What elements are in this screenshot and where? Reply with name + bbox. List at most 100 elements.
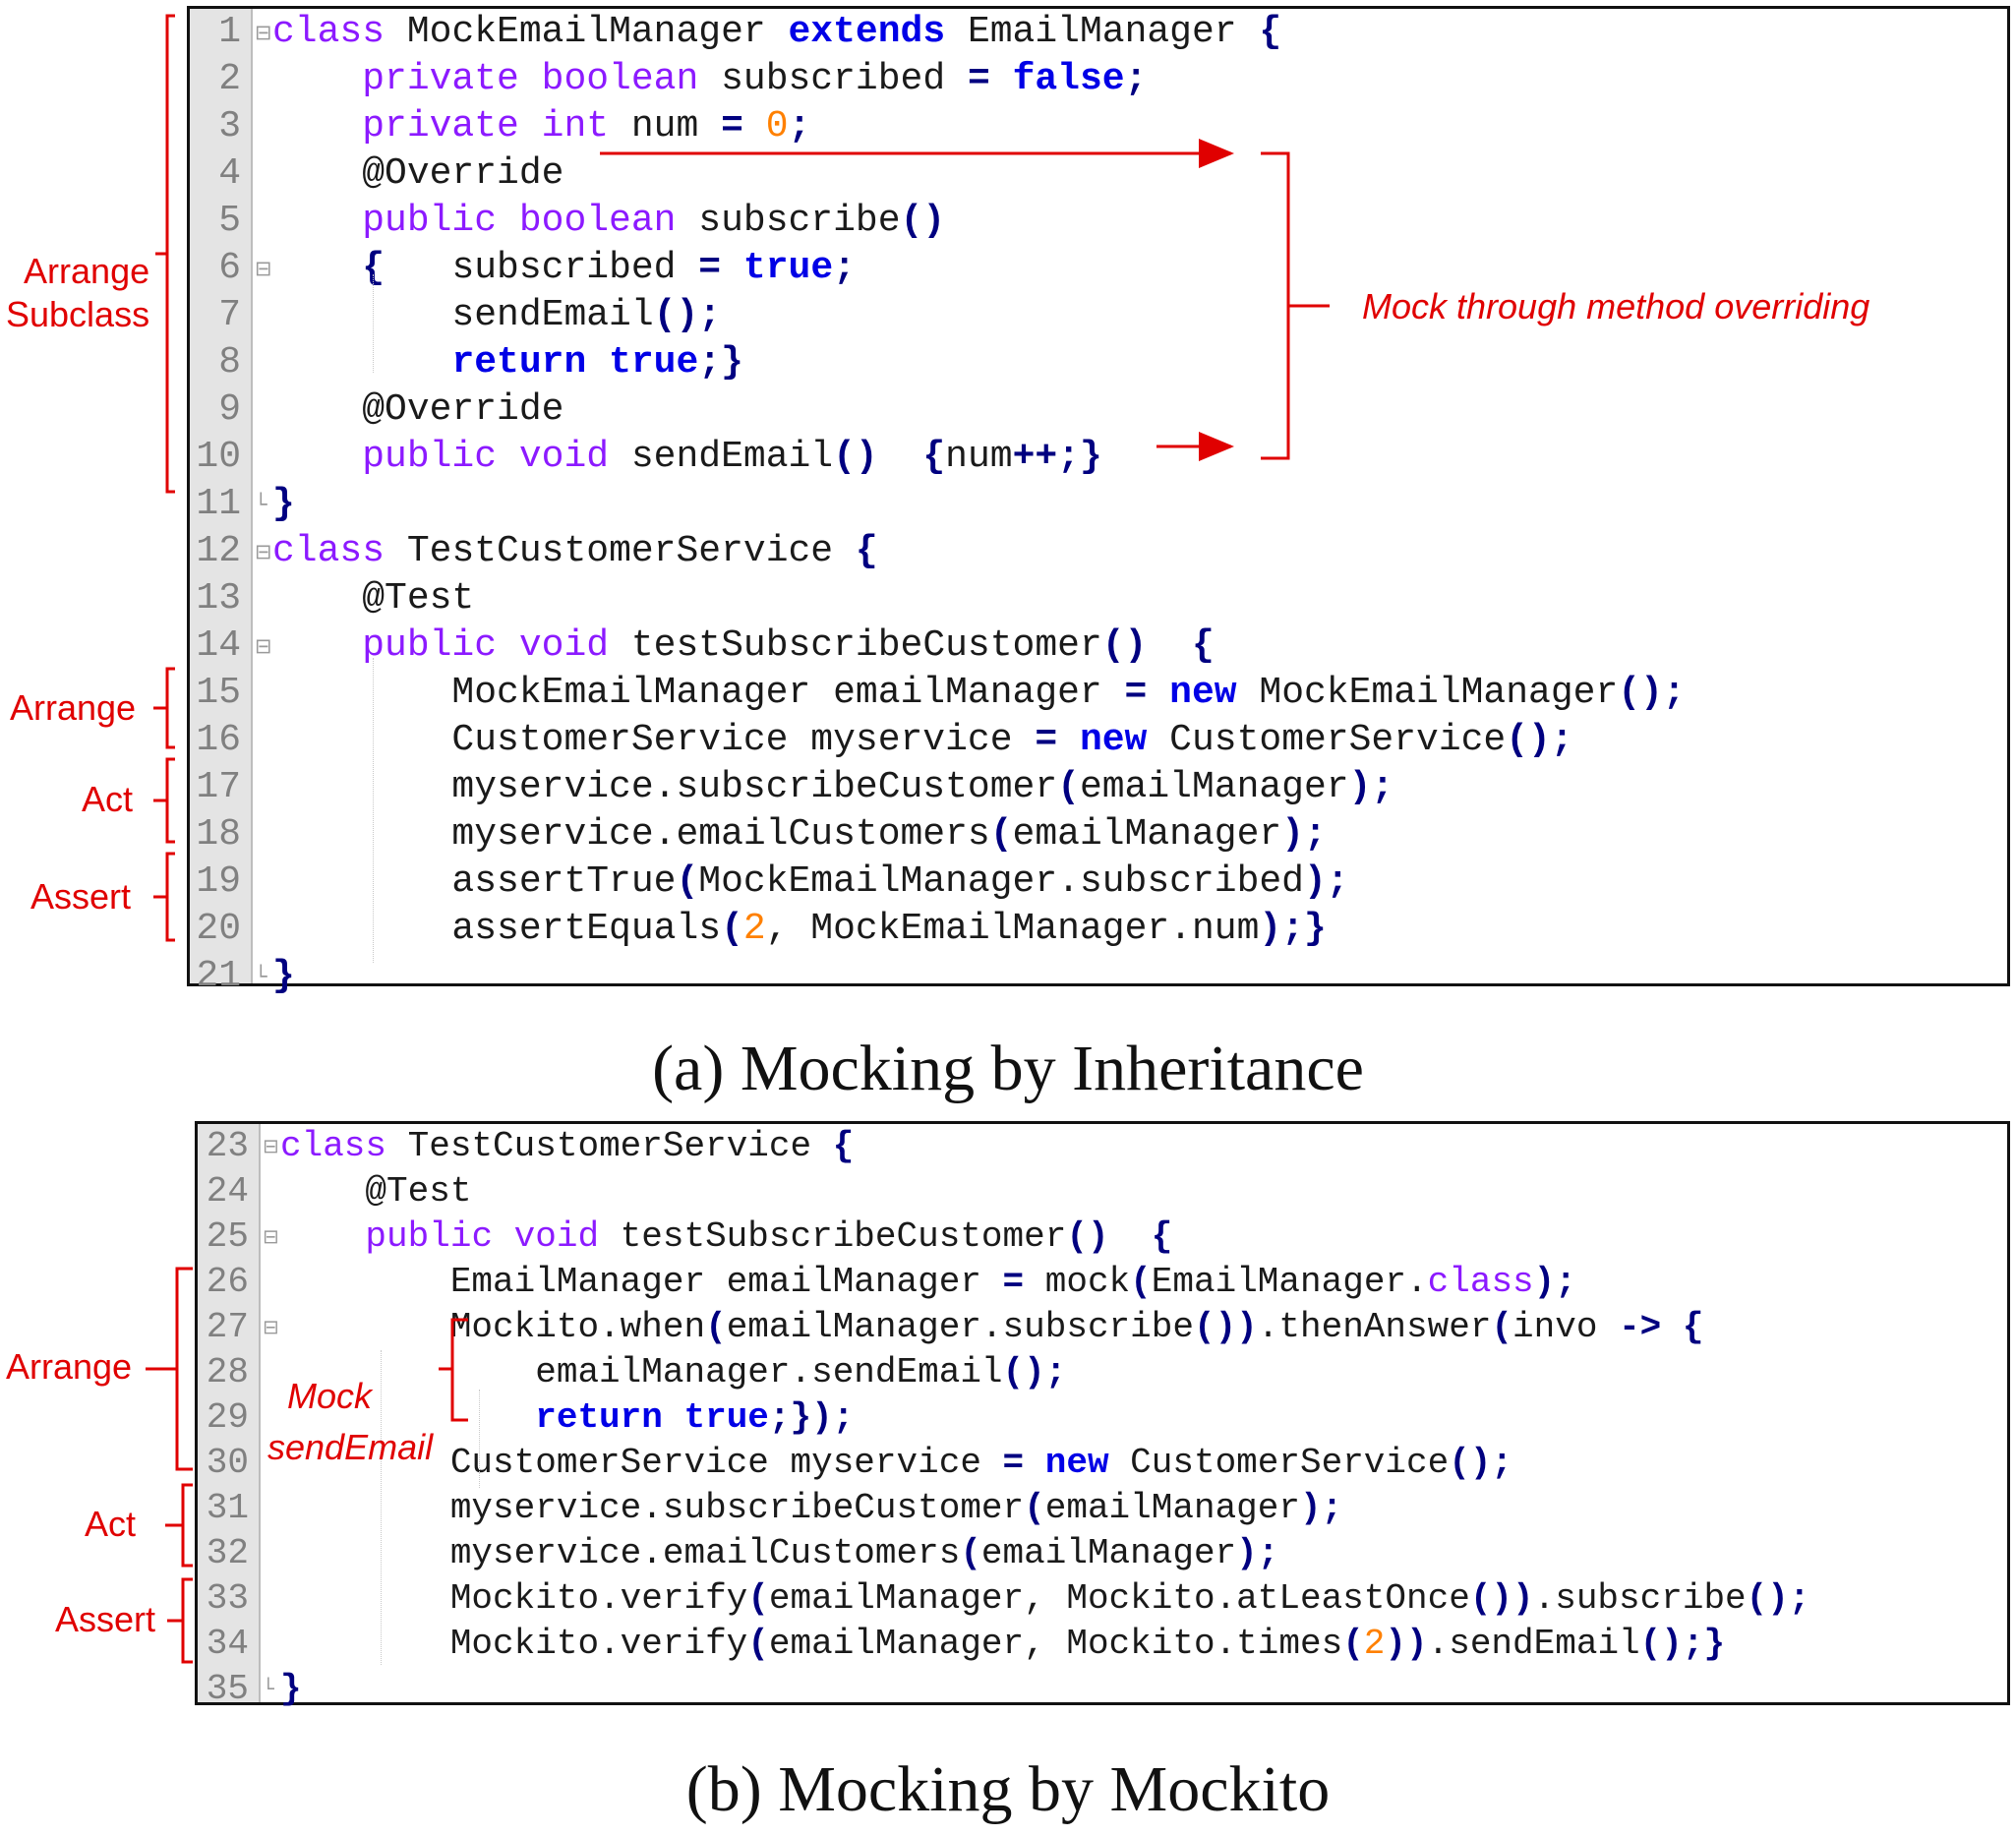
line-number: 3	[218, 105, 241, 148]
code-token: (	[1130, 1262, 1152, 1302]
code-text: return true;});	[280, 1395, 854, 1441]
code-text: myservice.emailCustomers(emailManager);	[280, 1531, 1279, 1576]
fold-end-icon: └	[255, 965, 267, 988]
code-token: Mockito.verify	[280, 1578, 748, 1619]
code-token: ->	[1619, 1307, 1662, 1347]
code-line: 27⊟ Mockito.when(emailManager.subscribe(…	[198, 1305, 2007, 1350]
code-token: .thenAnswer	[1257, 1307, 1492, 1347]
fold-toggle-icon[interactable]: ⊟	[255, 21, 272, 44]
code-token: {	[855, 530, 878, 572]
code-token: public void	[362, 436, 610, 478]
code-token: );	[1533, 1262, 1576, 1302]
code-text: @Test	[280, 1169, 471, 1214]
code-token: {	[1259, 11, 1282, 53]
code-line: 4 @Override	[190, 150, 2007, 198]
code-token	[280, 1216, 365, 1257]
line-number: 20	[196, 908, 241, 950]
line-number: 31	[206, 1488, 249, 1528]
code-text: public boolean subscribe()	[272, 198, 945, 245]
code-token: ()	[900, 200, 946, 242]
code-token: =	[967, 58, 990, 100]
indent-guide	[373, 274, 374, 373]
code-token: );	[1236, 1533, 1279, 1573]
code-token: true	[609, 341, 699, 384]
code-token: emailManager.subscribe	[726, 1307, 1194, 1347]
code-text: }	[272, 481, 295, 528]
code-text: emailManager.sendEmail();	[280, 1350, 1066, 1395]
fold-toggle-icon[interactable]: ⊟	[263, 1135, 279, 1157]
code-token: ()	[833, 436, 878, 478]
code-token: MockEmailManager emailManager	[272, 672, 1125, 714]
code-token: .subscribe	[1533, 1578, 1747, 1619]
fold-toggle-icon[interactable]: ⊟	[263, 1225, 279, 1248]
bracket-act-a	[153, 757, 175, 844]
code-line: 23⊟class TestCustomerService {	[198, 1124, 2007, 1169]
line-number: 9	[218, 388, 241, 431]
annotation-assert-a: Assert	[30, 876, 132, 917]
line-number: 35	[206, 1669, 249, 1709]
line-number: 23	[206, 1126, 249, 1166]
fold-toggle-icon[interactable]: ⊟	[255, 634, 272, 658]
code-line: 34 Mockito.verify(emailManager, Mockito.…	[198, 1622, 2007, 1667]
code-token: );	[1281, 813, 1327, 856]
annotation-arrange-b: Arrange	[6, 1346, 133, 1387]
code-token	[1147, 624, 1192, 667]
code-token: MockEmailManager	[1236, 672, 1619, 714]
caption-b: (b) Mocking by Mockito	[685, 1753, 1331, 1825]
line-number: 10	[196, 436, 241, 478]
line-number: 18	[196, 813, 241, 856]
code-token: @Override	[272, 388, 564, 431]
code-text: MockEmailManager emailManager = new Mock…	[272, 670, 1685, 717]
code-token: ();	[653, 294, 722, 336]
annotation-act-b: Act	[85, 1504, 137, 1544]
code-token: public void	[362, 624, 610, 667]
line-number: 6	[218, 247, 241, 289]
line-number: 25	[206, 1216, 249, 1257]
line-number: 7	[218, 294, 241, 336]
code-token: extends	[788, 11, 946, 53]
code-token: return	[451, 341, 587, 384]
code-token: (	[1024, 1488, 1045, 1528]
gutter-separator	[259, 1124, 261, 1702]
code-token: =	[698, 247, 722, 289]
code-token: {	[922, 436, 946, 478]
code-token: testSubscribeCustomer	[609, 624, 1102, 667]
code-token: .sendEmail	[1427, 1624, 1640, 1664]
code-token: emailManager, Mockito.times	[768, 1624, 1343, 1664]
code-token	[1057, 719, 1080, 761]
code-token: (	[1491, 1307, 1513, 1347]
line-number: 24	[206, 1171, 249, 1212]
line-number: 14	[196, 624, 241, 667]
code-token	[586, 341, 609, 384]
fold-end-icon: └	[263, 1678, 274, 1700]
code-line: 31 myservice.subscribeCustomer(emailMana…	[198, 1486, 2007, 1531]
code-token: sendEmail	[272, 294, 654, 336]
fold-toggle-icon[interactable]: ⊟	[255, 540, 272, 563]
annotation-arrange-a: Arrange	[10, 687, 137, 728]
line-number: 28	[206, 1352, 249, 1392]
code-token: assertEquals	[272, 908, 722, 950]
code-text: public void sendEmail() {num++;}	[272, 434, 1102, 481]
line-number: 16	[196, 719, 241, 761]
code-line: 29 return true;});	[198, 1395, 2007, 1441]
code-text: class MockEmailManager extends EmailMana…	[272, 9, 1281, 56]
fold-toggle-icon[interactable]: ⊟	[263, 1316, 279, 1338]
code-token: testSubscribeCustomer	[599, 1216, 1067, 1257]
line-number-gutter	[190, 9, 251, 983]
code-token: myservice.subscribeCustomer	[280, 1488, 1025, 1528]
annotation-mock-send-email: Mock sendEmail	[267, 1320, 433, 1473]
fold-toggle-icon[interactable]: ⊟	[255, 257, 272, 280]
code-token	[272, 436, 362, 478]
code-line: 20 assertEquals(2, MockEmailManager.num)…	[190, 906, 2007, 953]
code-text: CustomerService myservice = new Customer…	[272, 717, 1572, 764]
code-token	[272, 247, 362, 289]
code-token	[1109, 1216, 1152, 1257]
annotation-assert-b: Assert	[55, 1599, 156, 1639]
code-text: @Override	[272, 150, 563, 198]
bracket-arrange-b	[146, 1267, 193, 1471]
code-token: @Test	[280, 1171, 472, 1212]
code-token: ;	[833, 247, 856, 289]
code-token: emailManager.sendEmail	[280, 1352, 1003, 1392]
code-token	[743, 105, 766, 148]
